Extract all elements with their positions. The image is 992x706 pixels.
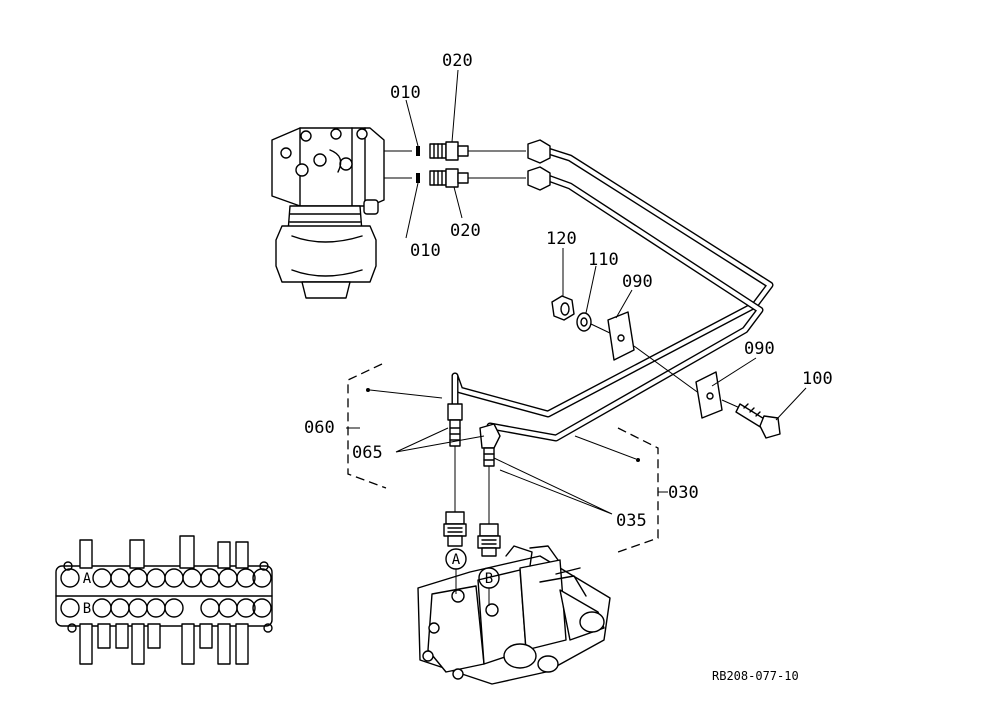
o-ring-top	[416, 146, 420, 156]
pipe-nut-065	[447, 403, 463, 447]
pipe-nut-top	[527, 139, 551, 164]
label-100: 100	[802, 369, 833, 389]
adaptor-top	[429, 141, 469, 161]
elbow-b	[477, 523, 501, 557]
port-b-bank-label: B	[83, 601, 91, 617]
elbow-a	[443, 511, 467, 547]
control-valve	[417, 545, 611, 685]
label-035: 035	[616, 511, 647, 531]
adaptor-bottom	[429, 168, 469, 188]
label-110: 110	[588, 250, 619, 270]
port-a-bank-label: A	[83, 571, 92, 587]
hydraulic-pipe-lower	[486, 174, 764, 442]
drawing-reference: RB208-077-10	[712, 669, 799, 683]
nut-120	[551, 295, 575, 321]
label-010-bottom: 010	[410, 241, 441, 261]
label-090-lower: 090	[744, 339, 775, 359]
label-060: 060	[304, 418, 335, 438]
valve-bank	[55, 535, 273, 665]
pipe-nut-035	[479, 423, 501, 467]
label-010-top: 010	[390, 83, 421, 103]
bracket-030	[617, 427, 659, 553]
steering-unit	[271, 127, 385, 299]
clamp-090-lower	[695, 371, 723, 419]
label-020-top: 020	[442, 51, 473, 71]
label-120: 120	[546, 229, 577, 249]
label-065: 065	[352, 443, 383, 463]
o-ring-bottom	[416, 173, 420, 183]
pipe-nut-bottom	[527, 166, 551, 191]
bolt-100	[735, 403, 781, 439]
label-020-bottom: 020	[450, 221, 481, 241]
port-a-valve-label: A	[452, 552, 461, 568]
label-030: 030	[668, 483, 699, 503]
label-090-upper: 090	[622, 272, 653, 292]
leader-lines	[395, 69, 807, 515]
clamp-090-upper	[607, 311, 635, 361]
bracket-060	[347, 363, 387, 489]
port-b-valve-label: B	[485, 571, 493, 587]
washer-110	[576, 312, 592, 332]
